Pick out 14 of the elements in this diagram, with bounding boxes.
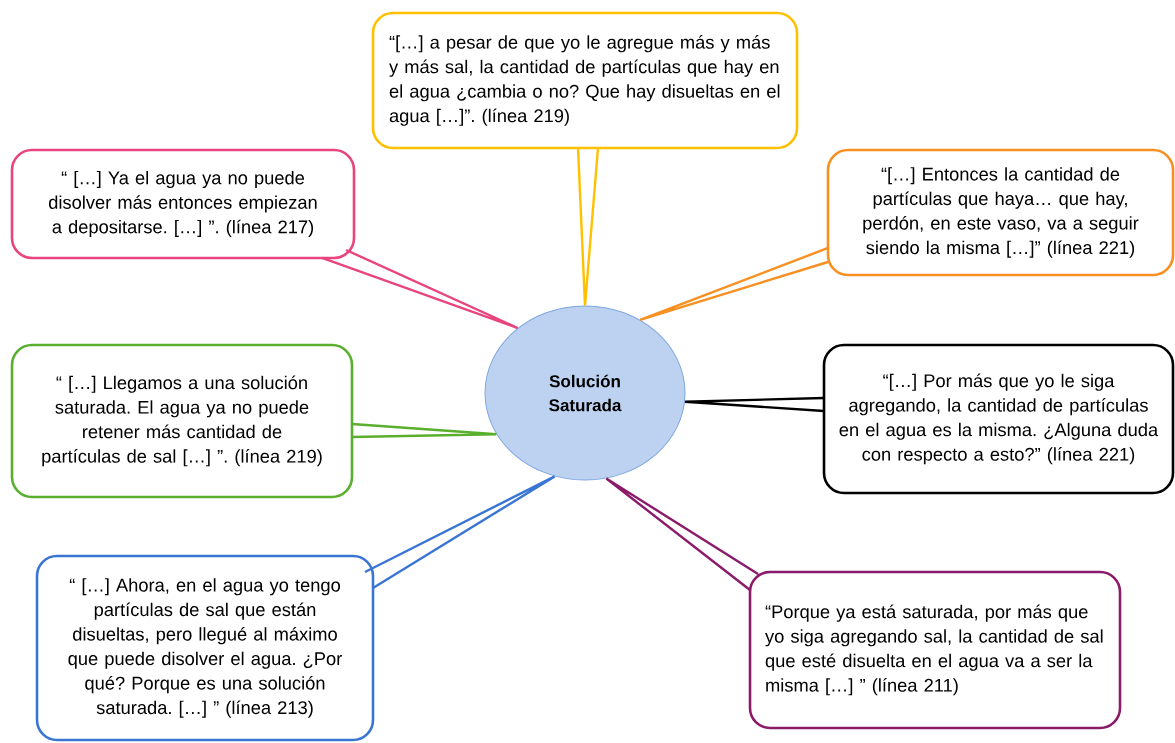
bubble-tail <box>364 475 556 590</box>
bubble-tail <box>605 477 760 591</box>
speech-bubble: “ […] Ahora, en el agua yo tengo partículas de sal que están disueltas, pero llegué al máximo que puede disolver el agua. ¿Por qué? Porque es una solución saturada. […] ” (línea 213) <box>35 554 375 742</box>
speech-bubble: “[…] a pesar de que yo le agregue más y más y más sal, la cantidad de partículas que hay en el agua ¿cambia o no? Que hay disueltas en el agua […]”. (línea 219) <box>371 11 799 150</box>
speech-bubble: “ […] Llegamos a una solución saturada. El agua ya no puede retener más cantidad de partículas de sal […] ”. (línea 219) <box>10 343 354 499</box>
speech-bubble: “ […] Ya el agua ya no puede disolver más entonces empiezan a depositarse. […] ”. (línea 217) <box>10 148 356 260</box>
bubble-tail <box>683 396 826 413</box>
bubble-tail <box>350 422 498 439</box>
speech-bubble: “Porque ya está saturada, por más que yo siga agregando sal, la cantidad de sal que esté disuelta en el agua va a ser la misma […] ” (línea 211) <box>748 570 1122 730</box>
speech-bubble: “[…] Entonces la cantidad de partículas que haya… que hay, perdón, en este vaso, va a seguir siendo la misma […]” (línea 221) <box>826 148 1175 277</box>
bubble-tail <box>638 246 830 322</box>
bubble-tail <box>576 146 600 307</box>
bubble-tail <box>321 248 519 330</box>
speech-bubble: “[…] Por más que yo le siga agregando, la cantidad de partículas en el agua es la misma. ¿Alguna duda con respecto a esto?” (línea 221) <box>822 343 1175 495</box>
